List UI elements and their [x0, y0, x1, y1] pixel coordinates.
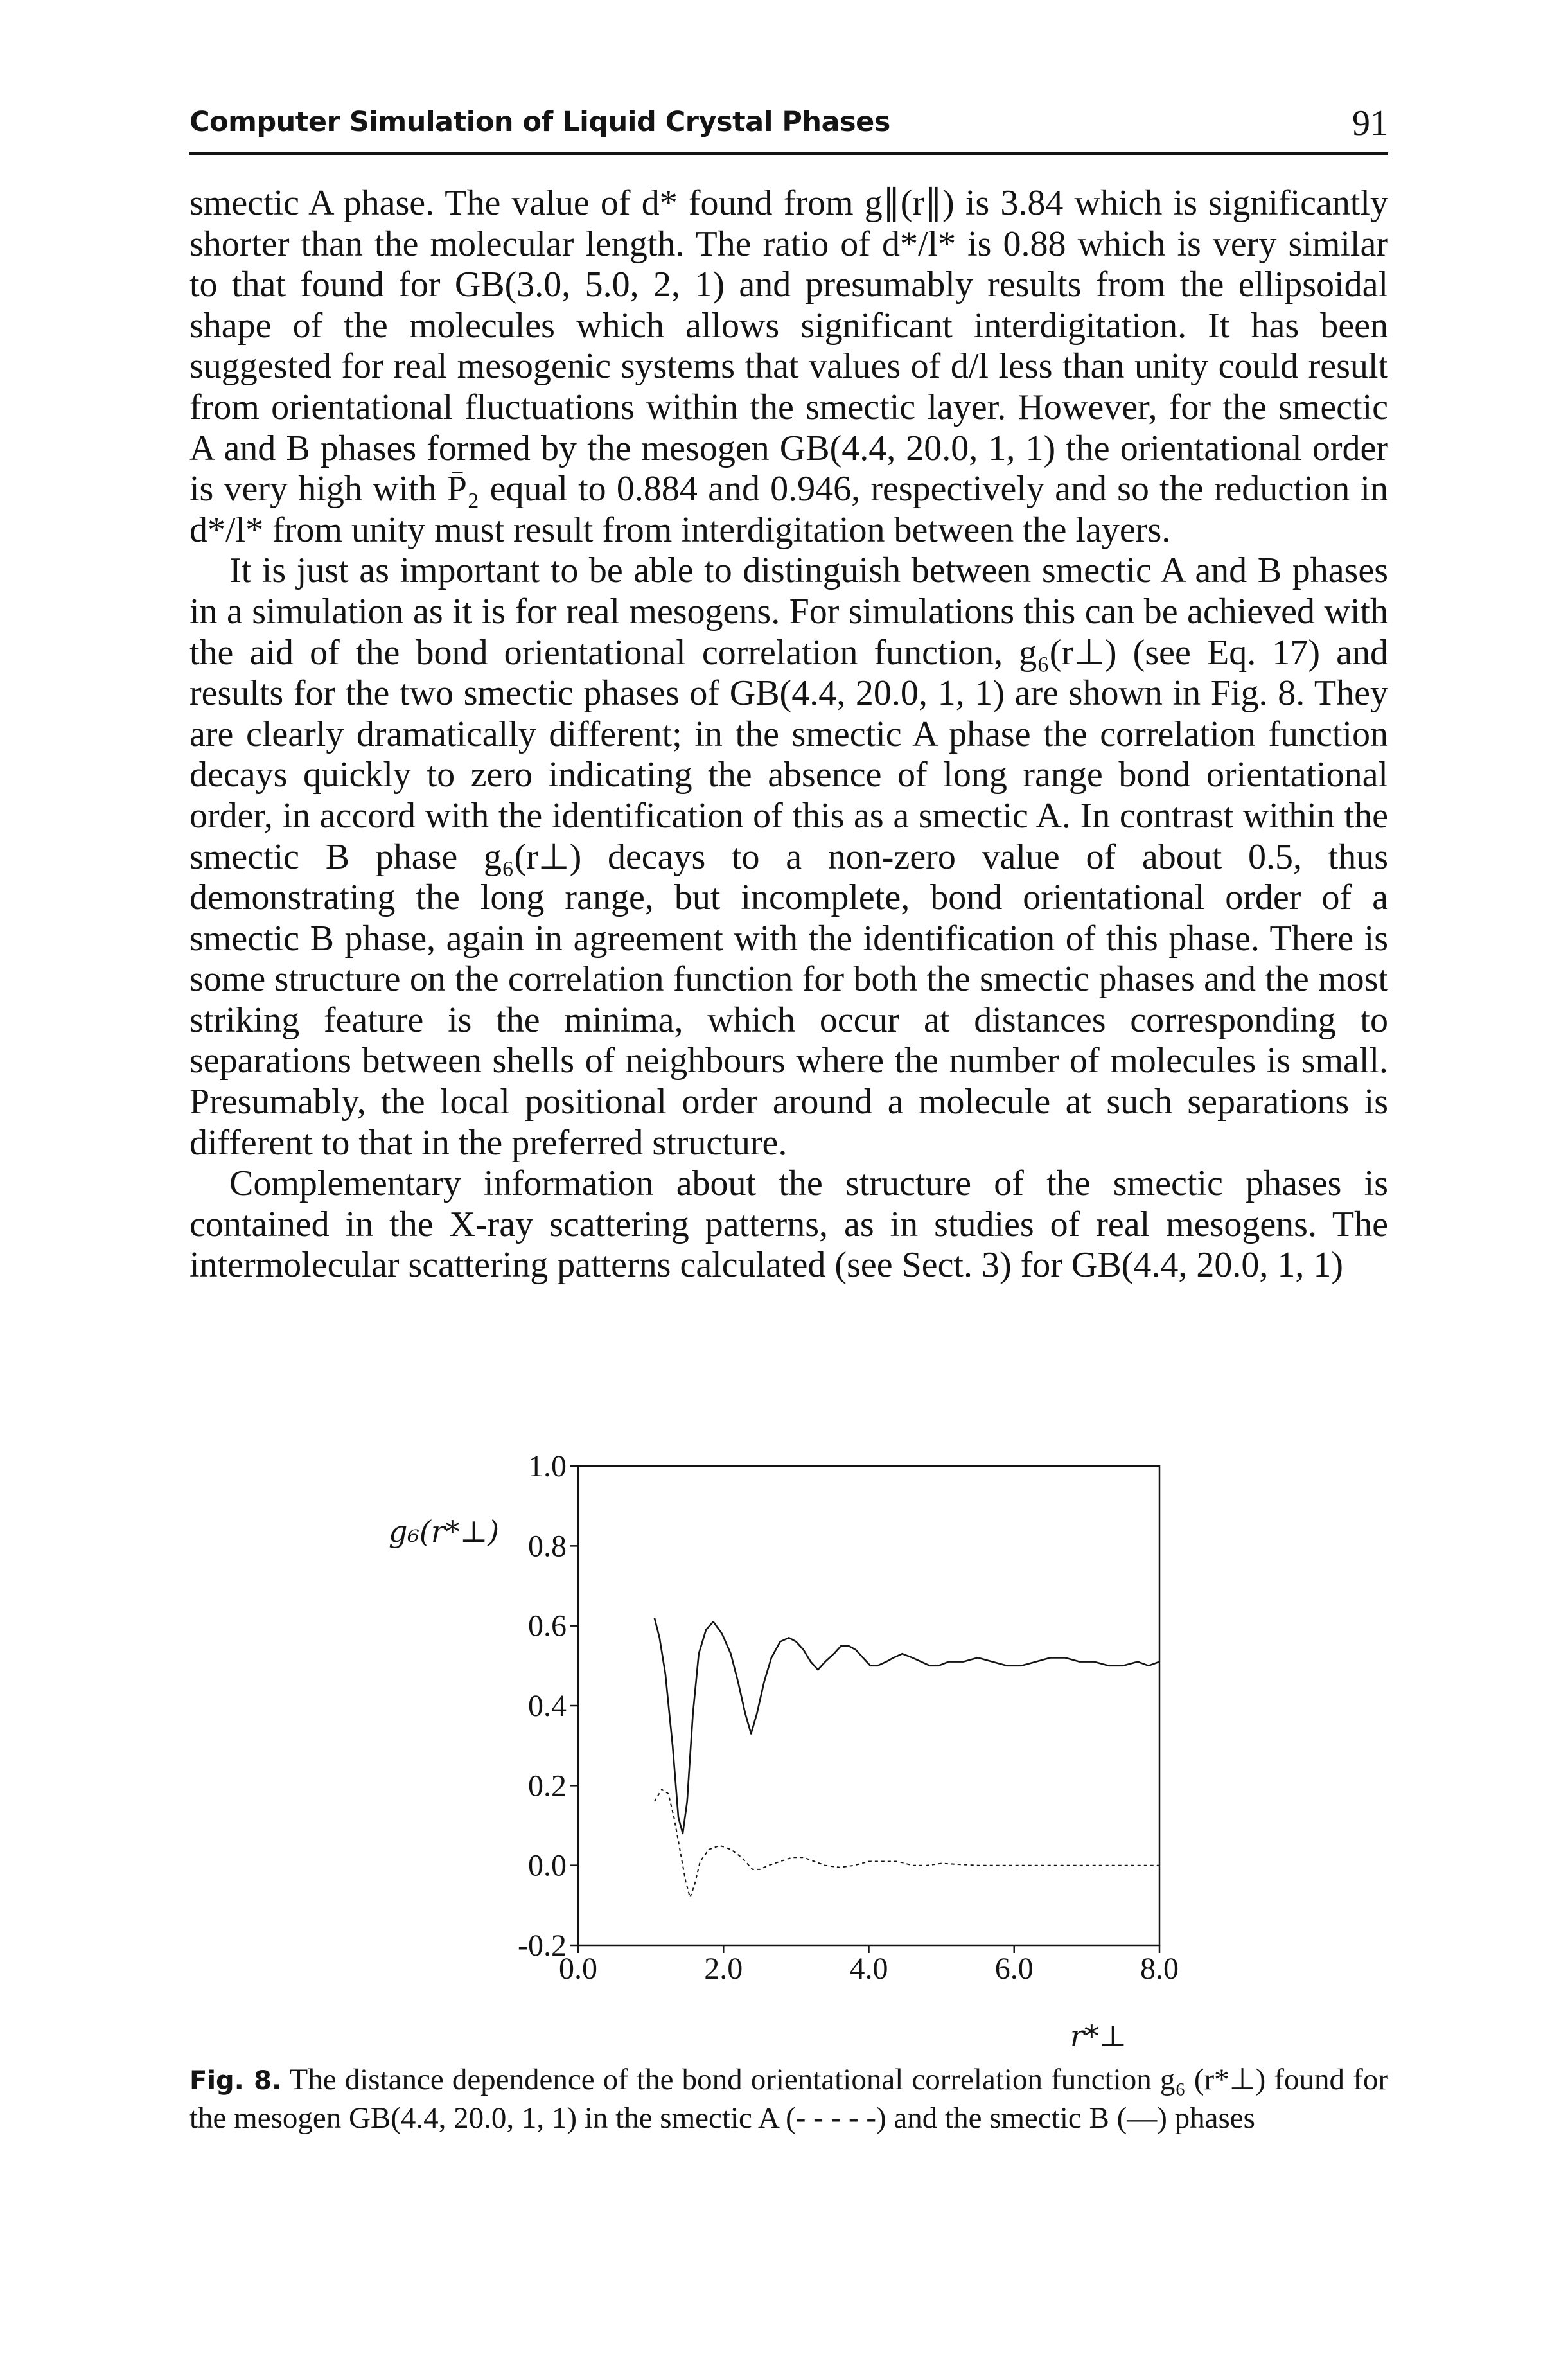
y-tick-label: 0.0: [528, 1849, 567, 1883]
y-tick-label: 1.0: [528, 1452, 567, 1483]
page-number: 91: [1352, 103, 1388, 143]
x-tick-label: 4.0: [850, 1952, 888, 1986]
x-tick-label: 0.0: [559, 1952, 597, 1986]
x-tick-label: 8.0: [1140, 1952, 1179, 1986]
running-title: Computer Simulation of Liquid Crystal Ph…: [189, 106, 890, 138]
paragraph-2: It is just as important to be able to di…: [189, 551, 1388, 1163]
plot-frame: [577, 1465, 1161, 1947]
paragraph-3: Complementary information about the stru…: [189, 1163, 1388, 1286]
x-tick-label: 6.0: [995, 1952, 1034, 1986]
smectic-b-line: [653, 1617, 1160, 1835]
x-axis-label: r*⊥: [1070, 2019, 1127, 2053]
body-text: smectic A phase. The value of d* found f…: [189, 183, 1388, 1286]
y-axis-label: g₆(r*⊥): [389, 1514, 499, 1549]
smectic-a-line: [653, 1789, 1159, 1898]
caption-text: The distance dependence of the bond orie…: [189, 2063, 1388, 2135]
caption-label: Fig. 8.: [189, 2066, 282, 2096]
y-tick-label: -0.2: [518, 1929, 567, 1963]
y-tick-label: 0.4: [528, 1689, 567, 1723]
figure-caption: Fig. 8. The distance dependence of the b…: [189, 2061, 1388, 2137]
header-rule: [189, 152, 1388, 155]
y-tick-label: 0.6: [528, 1609, 567, 1643]
paragraph-1: smectic A phase. The value of d* found f…: [189, 183, 1388, 550]
y-tick-label: 0.8: [528, 1529, 567, 1563]
y-tick-label: 0.2: [528, 1769, 567, 1803]
x-tick-label: 2.0: [704, 1952, 743, 1986]
